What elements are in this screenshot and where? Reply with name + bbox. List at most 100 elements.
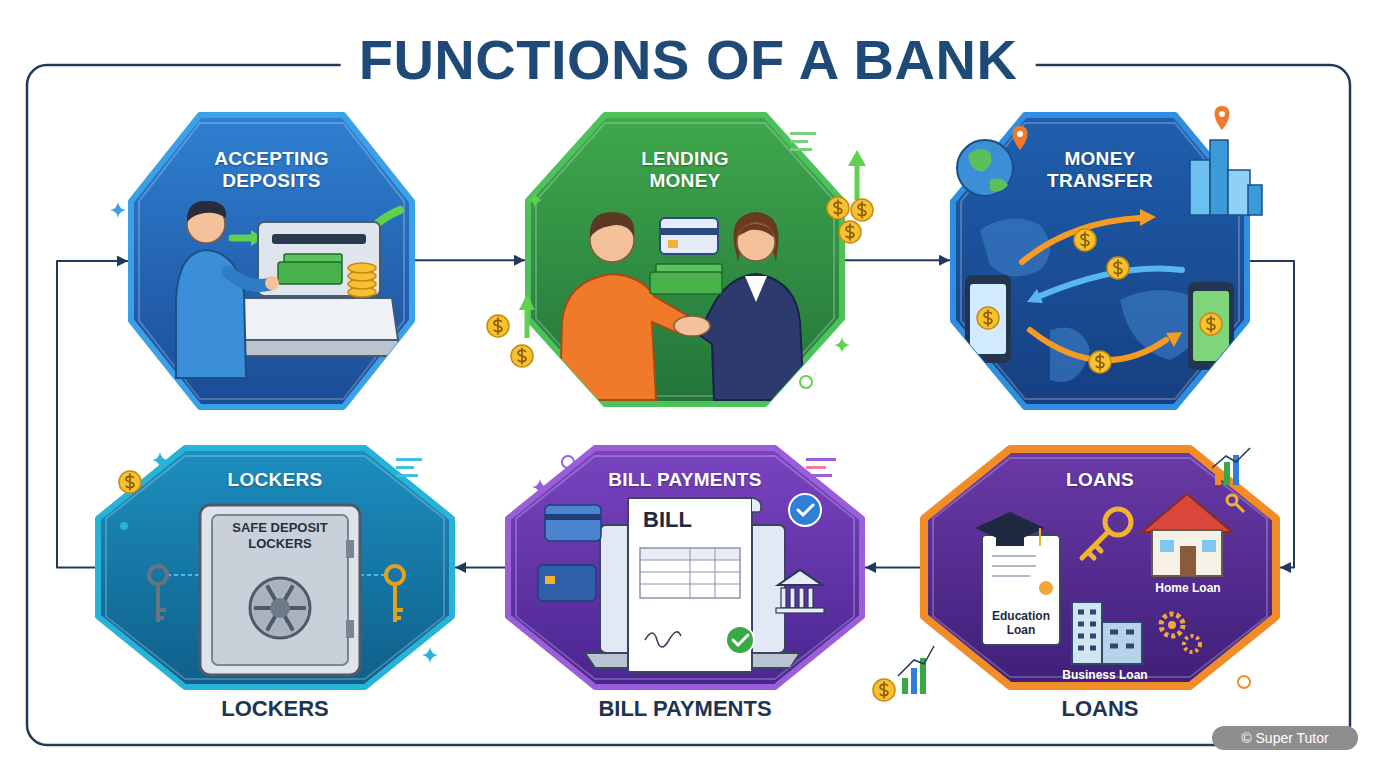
deposit-illustration	[236, 340, 398, 356]
lending-decoration	[834, 337, 850, 353]
lending-decoration	[839, 221, 861, 243]
bill-illustration	[752, 498, 761, 512]
deposit-illustration	[348, 279, 376, 289]
transfer-illustration	[1200, 313, 1222, 335]
loan-illustration	[1180, 546, 1196, 576]
deposit-illustration	[265, 276, 279, 290]
safe-label: SAFE DEPOSIT LOCKERS	[220, 520, 340, 551]
transfer-decoration	[990, 178, 1008, 191]
bill-illustration	[628, 498, 752, 672]
loan-type-label: Home Loan	[1143, 581, 1233, 595]
lending-illustration	[745, 276, 767, 302]
lending-illustration	[674, 316, 710, 336]
function-heading: ACCEPTING DEPOSITS	[202, 148, 342, 193]
transfer-decoration	[1219, 111, 1225, 117]
bill-decoration	[532, 456, 836, 495]
locker-illustration	[254, 586, 306, 631]
hexagon-inner-ring	[516, 456, 854, 679]
bill-decoration	[806, 474, 832, 477]
function-caption: BILL PAYMENTS	[505, 696, 865, 722]
transfer-illustration	[977, 307, 999, 329]
lending-decoration	[790, 132, 816, 135]
loan-illustration	[1202, 540, 1216, 552]
loan-illustration	[1152, 530, 1222, 576]
bill-illustration	[545, 505, 601, 541]
lending-illustration	[737, 223, 775, 261]
function-heading: LOCKERS	[155, 469, 395, 491]
loan-decoration	[920, 658, 926, 694]
lending-illustration	[656, 264, 722, 274]
transfer-illustration	[965, 209, 1234, 382]
deposit-illustration	[278, 262, 342, 284]
locker-illustration	[386, 566, 404, 584]
hexagon-fill	[98, 448, 452, 687]
locker-decoration	[119, 471, 141, 493]
transfer-illustration	[1166, 332, 1182, 347]
function-heading: LOANS	[980, 469, 1220, 491]
locker-illustration	[149, 505, 404, 675]
loan-decoration	[911, 668, 917, 694]
locker-decoration	[396, 466, 414, 469]
bill-illustration	[781, 588, 786, 608]
locker-decoration	[396, 474, 418, 477]
hexagon-inner-ring	[536, 123, 834, 396]
transfer-decoration	[1248, 185, 1262, 215]
locker-decoration	[119, 452, 438, 663]
bill-illustration	[778, 570, 822, 585]
loan-decoration	[1233, 455, 1239, 485]
locker-illustration	[149, 566, 167, 584]
loan-illustration	[975, 494, 1232, 664]
lending-illustration	[698, 274, 804, 400]
bill-decoration	[806, 466, 826, 469]
loan-decoration	[110, 202, 1250, 701]
hexagon-fill	[953, 115, 1247, 407]
lending-illustration	[660, 218, 718, 254]
lending-decoration	[851, 199, 873, 221]
locker-illustration	[250, 578, 310, 638]
lending-illustration	[660, 228, 718, 235]
function-heading: MONEY TRANSFER	[1030, 148, 1170, 193]
loan-illustration	[1184, 636, 1200, 652]
loan-illustration	[1105, 509, 1131, 535]
deposit-illustration	[258, 222, 380, 296]
deposit-illustration	[284, 254, 342, 264]
loan-decoration	[873, 679, 895, 701]
transfer-illustration	[970, 284, 1006, 354]
deposit-illustration	[187, 201, 226, 222]
diagram-title: FUNCTIONS OF A BANK	[341, 28, 1036, 92]
loan-illustration	[1082, 531, 1109, 558]
locker-illustration	[270, 598, 290, 618]
locker-illustration	[346, 540, 354, 558]
function-hexagon: MONEY TRANSFER	[950, 112, 1250, 410]
deposit-illustration	[187, 205, 225, 243]
hexagon-fill	[131, 115, 412, 407]
flow-arrow	[845, 259, 950, 261]
bill-illustration	[640, 548, 740, 560]
bill-illustration	[545, 576, 555, 584]
transfer-decoration	[1215, 106, 1230, 130]
loan-illustration	[992, 556, 1036, 576]
lending-decoration	[790, 140, 808, 143]
transfer-illustration	[1022, 218, 1140, 262]
bill-illustration	[600, 525, 785, 653]
lending-decoration	[525, 308, 530, 338]
lending-decoration	[848, 150, 866, 166]
watermark: © Super Tutor	[1212, 726, 1358, 750]
bill-illustration	[776, 608, 824, 613]
flow-arrow	[415, 259, 525, 261]
transfer-illustration	[1027, 289, 1043, 303]
loan-type-label: Business Loan	[1045, 668, 1165, 682]
transfer-illustration	[1074, 229, 1096, 251]
bill-illustration	[545, 514, 601, 520]
lending-illustration	[668, 240, 678, 248]
loan-illustration	[1102, 622, 1142, 664]
bill-illustration	[799, 588, 804, 608]
hexagon-inner-ring	[961, 123, 1239, 399]
loan-type-label: Education Loan	[984, 609, 1058, 638]
loan-illustration	[1168, 621, 1176, 629]
lending-decoration	[487, 132, 873, 388]
transfer-decoration	[1228, 170, 1250, 215]
lending-decoration	[487, 315, 509, 337]
flow-arrow	[455, 567, 505, 569]
